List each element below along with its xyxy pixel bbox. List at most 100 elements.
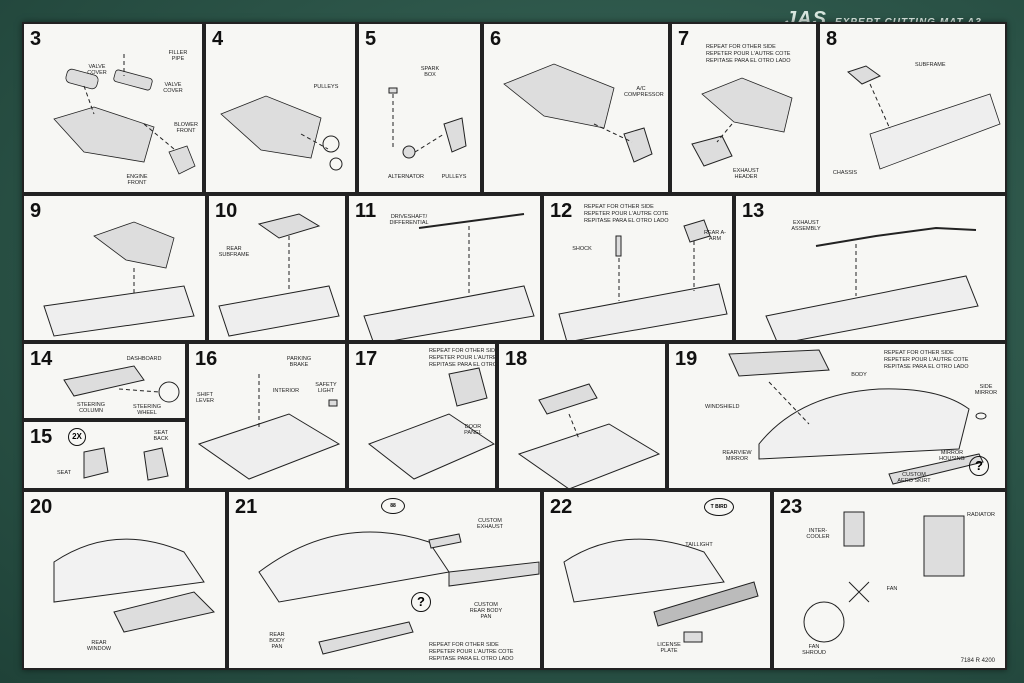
step-3-panel: 3 VALVE COVER FILLER PIPE VALVE COVER BL… — [22, 22, 204, 194]
part-label: REAR A-ARM — [703, 230, 726, 242]
step-number: 20 — [30, 496, 53, 518]
part-label: MIRROR HOUSING — [939, 450, 965, 462]
step-number: 18 — [505, 348, 528, 370]
instruction-sheet: 3 VALVE COVER FILLER PIPE VALVE COVER BL… — [22, 22, 1007, 670]
part-label: VALVE COVER — [163, 82, 183, 94]
part-label: INTERIOR — [272, 388, 300, 394]
engine-pulleys-drawing — [220, 95, 343, 171]
part-label: PARKING BRAKE — [286, 356, 312, 368]
part-label: EXHAUST ASSEMBLY — [791, 220, 821, 232]
rear-body-pan-drawing — [258, 531, 540, 655]
step-number: 21 — [235, 496, 258, 518]
step-number: 23 — [780, 496, 803, 518]
step-7-panel: 7 REPEAT FOR OTHER SIDE REPETER POUR L'A… — [670, 22, 818, 194]
repeat-note: REPEAT FOR OTHER SIDE REPETER POUR L'AUT… — [429, 348, 497, 368]
step-11-panel: 11 DRIVESHAFT/ DIFFERENTIAL — [347, 194, 542, 342]
part-label: SHIFT LEVER — [195, 392, 215, 404]
part-label: SIDE MIRROR — [974, 384, 998, 396]
part-label: CUSTOM AERO SKIRT — [897, 472, 931, 484]
exhaust-header-drawing — [691, 77, 793, 167]
repeat-note: REPEAT FOR OTHER SIDE REPETER POUR L'AUT… — [429, 642, 514, 662]
chassis-drawing — [847, 65, 1001, 170]
step-number: 14 — [30, 348, 53, 370]
step-10-panel: 10 REAR SUBFRAME — [207, 194, 347, 342]
body-drawing — [728, 349, 987, 485]
step-number: 10 — [215, 200, 238, 222]
help-symbol: ? — [411, 592, 431, 612]
step-6-panel: 6 A/C COMPRESSOR — [482, 22, 670, 194]
part-label: DOOR PANEL — [464, 424, 482, 436]
step-13-panel: 13 EXHAUST ASSEMBLY — [734, 194, 1007, 342]
part-label: STEERING WHEEL — [132, 404, 162, 416]
step-number: 7 — [678, 28, 690, 50]
step-23-panel: 23 RADIATOR INTER- COOLER FAN FAN SHROUD — [772, 490, 1007, 670]
step-18-panel: 18 — [497, 342, 667, 490]
part-label: SAFETY LIGHT — [315, 382, 337, 394]
rear-suspension-drawing — [558, 219, 728, 340]
quantity-badge: 2X — [68, 428, 86, 446]
help-symbol: ? — [969, 456, 989, 476]
step-number: 22 — [550, 496, 573, 518]
part-label: CUSTOM EXHAUST — [477, 518, 503, 530]
part-label: REAR SUBFRAME — [218, 246, 250, 258]
part-label: TAILLIGHT — [685, 542, 713, 548]
interior-tub-drawing — [197, 374, 341, 480]
step-20-panel: 20 REAR WINDOW — [22, 490, 227, 670]
seat-drawing — [83, 447, 169, 481]
step-number: 3 — [30, 28, 42, 50]
part-label: SPARK BOX — [420, 66, 440, 78]
part-label: WINDSHIELD — [705, 404, 740, 410]
part-label: SEAT BACK — [153, 430, 169, 442]
part-label: PULLEYS — [313, 84, 339, 90]
step-12-panel: 12 REPEAT FOR OTHER SIDE REPETER POUR L'… — [542, 194, 734, 342]
part-label: ALTERNATOR — [387, 174, 425, 180]
step-number: 5 — [365, 28, 377, 50]
part-label: BODY — [851, 372, 867, 378]
step-15-panel: 15 2X SEAT BACK SEAT — [22, 420, 187, 490]
compressor-drawing — [503, 63, 653, 163]
step-22-panel: 22 T BIRD TAILLIGHT LICENSE PLATE — [542, 490, 772, 670]
step-number: 8 — [826, 28, 838, 50]
interior-dash-drawing — [517, 383, 661, 488]
step-9-panel: 9 — [22, 194, 207, 342]
footer-code: 7184 R 4200 — [960, 658, 995, 664]
part-label: DASHBOARD — [126, 356, 162, 362]
step-number: 6 — [490, 28, 502, 50]
part-label: VALVE COVER — [87, 64, 107, 76]
badge-decal: 88 — [381, 498, 405, 514]
radiator-drawing — [803, 511, 965, 643]
step-5-panel: 5 SPARK BOX ALTERNATOR PULLEYS — [357, 22, 482, 194]
part-label: REAR WINDOW — [86, 640, 112, 652]
step-17-panel: 17 REPEAT FOR OTHER SIDE REPETER POUR L'… — [347, 342, 497, 490]
part-label: DRIVESHAFT/ DIFFERENTIAL — [389, 214, 429, 226]
step-number: 15 — [30, 426, 53, 448]
part-label: REARVIEW MIRROR — [722, 450, 752, 462]
part-label: EXHAUST HEADER — [733, 168, 759, 180]
badge-decal: T BIRD — [704, 498, 734, 516]
part-label: LICENSE PLATE — [657, 642, 681, 654]
part-label: RADIATOR — [967, 512, 995, 518]
rear-window-drawing — [53, 538, 215, 633]
step-number: 13 — [742, 200, 765, 222]
alternator-drawing — [388, 87, 467, 159]
part-label: A/C COMPRESSOR — [624, 86, 664, 98]
driveshaft-drawing — [363, 213, 535, 340]
dashboard-drawing — [63, 365, 180, 403]
step-8-panel: 8 SUBFRAME CHASSIS — [818, 22, 1007, 194]
part-label: SUBFRAME — [915, 62, 946, 68]
part-label: CUSTOM REAR BODY PAN — [469, 602, 503, 620]
rear-subframe-drawing — [218, 213, 340, 337]
part-label: FAN — [886, 586, 898, 592]
part-label: SHOCK — [572, 246, 592, 252]
repeat-note: REPEAT FOR OTHER SIDE REPETER POUR L'AUT… — [706, 44, 791, 64]
step-4-panel: 4 PULLEYS — [204, 22, 357, 194]
step-number: 9 — [30, 200, 42, 222]
step-number: 12 — [550, 200, 573, 222]
repeat-note: REPEAT FOR OTHER SIDE REPETER POUR L'AUT… — [884, 350, 969, 370]
part-label: STEERING COLUMN — [76, 402, 106, 414]
part-label: REAR BODY PAN — [269, 632, 285, 650]
step-number: 11 — [355, 200, 377, 222]
step-21-panel: 21 88 ? REPEAT FOR OTHER SIDE REPETER PO… — [227, 490, 542, 670]
part-label: INTER- COOLER — [806, 528, 830, 540]
engine-block-drawing — [53, 54, 196, 175]
